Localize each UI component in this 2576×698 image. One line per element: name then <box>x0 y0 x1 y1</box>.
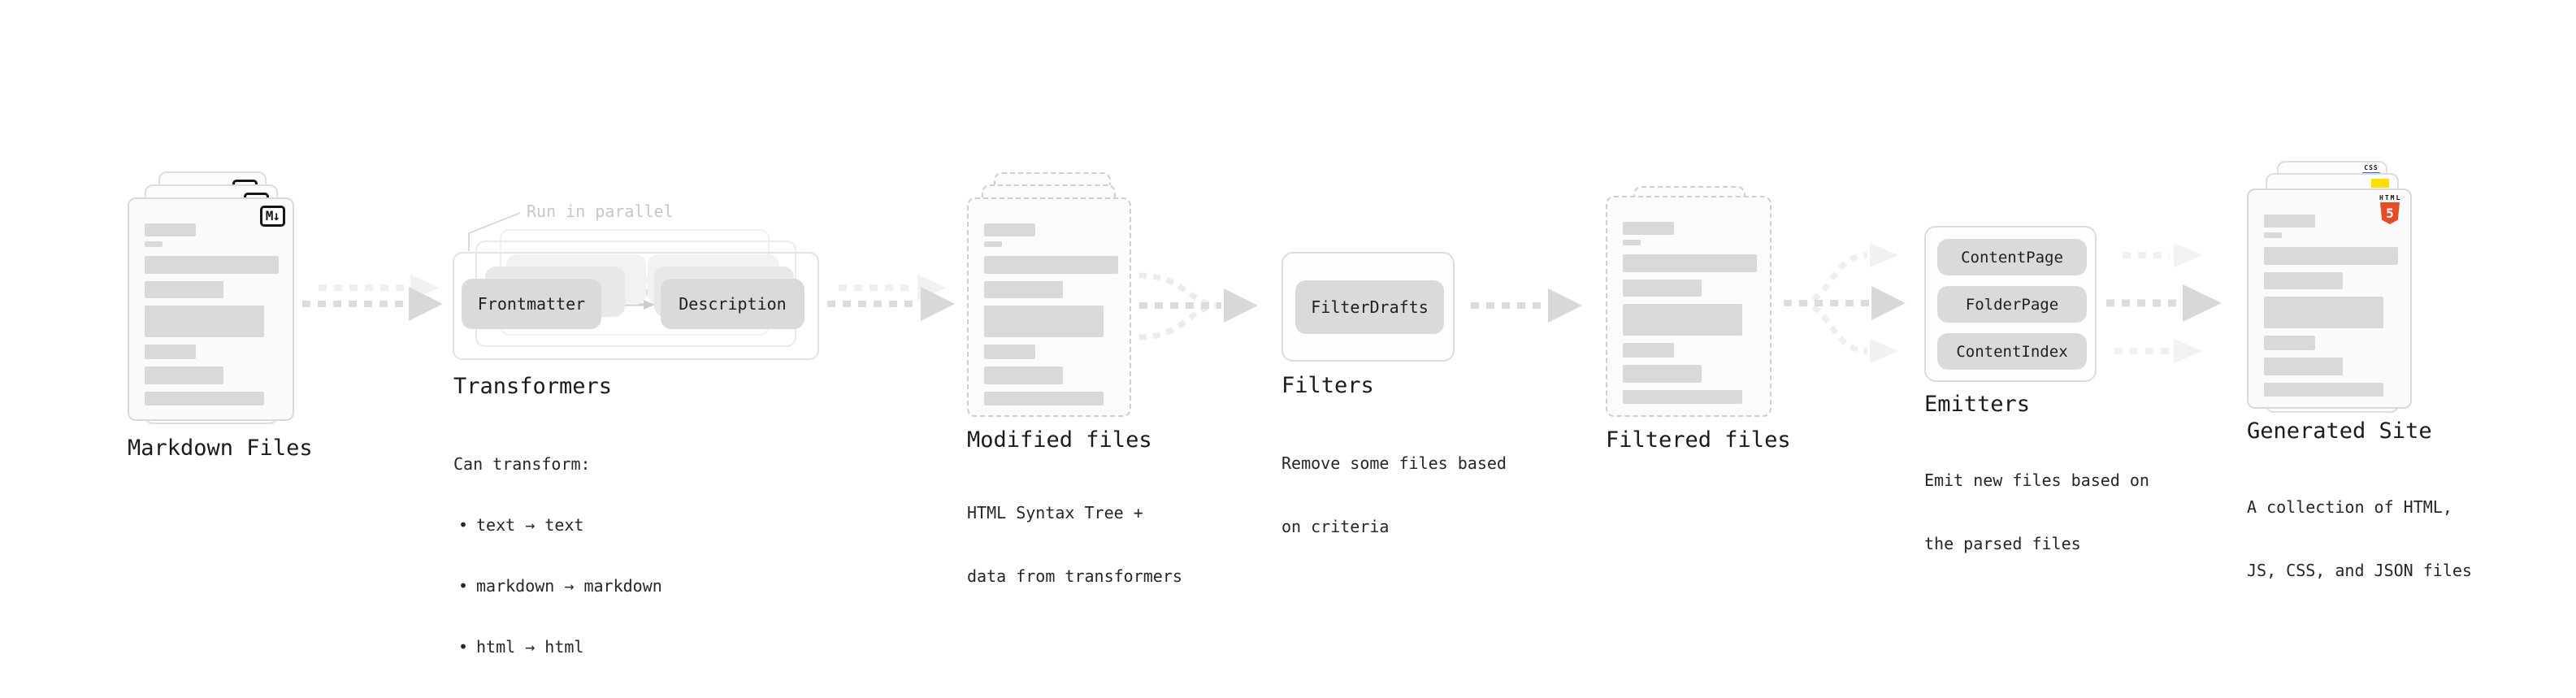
placeholder-bar <box>984 241 1002 247</box>
placeholder-bar <box>984 223 1035 236</box>
markdown-files-title: Markdown Files <box>128 436 313 461</box>
modified-files-title: Modified files <box>967 427 1152 453</box>
file-card <box>967 197 1131 417</box>
placeholder-bar <box>145 223 196 236</box>
arrow-transformers-to-modified <box>827 275 955 321</box>
placeholder-bar <box>2264 215 2315 228</box>
markdown-icon: M↓ <box>259 206 285 227</box>
file-card: HTML 5 <box>2247 189 2412 409</box>
arrow-filtered-to-emitters-diverge <box>1784 243 1906 363</box>
bullet-icon: • <box>458 515 468 535</box>
placeholder-bar <box>145 256 279 274</box>
filters-description: Remove some files based on criteria <box>1281 453 1507 536</box>
arrow-filters-to-filtered <box>1471 288 1582 323</box>
arrow-modified-to-filters-merge <box>1138 272 1258 340</box>
placeholder-bar <box>984 392 1104 405</box>
placeholder-bar <box>145 241 163 247</box>
modified-files-description: HTML Syntax Tree + data from transformer… <box>967 503 1182 586</box>
placeholder-bar <box>1623 240 1641 245</box>
arrow-emitters-to-site <box>2106 243 2222 363</box>
description-pill: Description <box>661 279 804 329</box>
can-transform-heading: Can transform: <box>453 454 591 474</box>
emitters-title: Emitters <box>1924 392 2031 417</box>
placeholder-bar <box>145 345 196 359</box>
placeholder-bar <box>1623 390 1742 404</box>
emitters-box: ContentPage FolderPage ContentIndex <box>1924 226 2097 382</box>
transform-bullet: •text → text <box>453 515 662 535</box>
frontmatter-pill: Frontmatter <box>462 279 601 329</box>
placeholder-bar <box>2264 232 2282 238</box>
filters-box: FilterDrafts <box>1281 252 1455 362</box>
transformers-description: Can transform: •text → text •markdown → … <box>453 414 662 698</box>
folderpage-pill: FolderPage <box>1937 286 2087 323</box>
contentpage-pill: ContentPage <box>1937 239 2087 275</box>
placeholder-bar <box>984 256 1118 274</box>
file-card: M↓ <box>128 197 294 421</box>
placeholder-bar <box>145 281 223 298</box>
placeholder-bar <box>145 306 264 337</box>
transform-bullet: •html → html <box>453 637 662 657</box>
contentindex-pill: ContentIndex <box>1937 333 2087 370</box>
placeholder-bar <box>2264 247 2398 265</box>
placeholder-bar <box>1623 254 1757 272</box>
run-in-parallel-annotation: Run in parallel <box>527 202 674 221</box>
arrow-markdown-to-transformers <box>302 275 443 321</box>
generated-site-description: A collection of HTML, JS, CSS, and JSON … <box>2247 497 2472 580</box>
bullet-icon: • <box>458 576 468 596</box>
placeholder-bar <box>2264 297 2383 328</box>
filters-title: Filters <box>1281 373 1374 398</box>
transformer-box <box>453 252 819 360</box>
placeholder-bar <box>2264 358 2343 375</box>
bullet-icon: • <box>458 637 468 657</box>
transform-bullet: •markdown → markdown <box>453 576 662 596</box>
javascript-icon <box>2371 179 2389 188</box>
placeholder-bar <box>984 366 1063 384</box>
placeholder-bar <box>145 392 264 405</box>
placeholder-bar <box>1623 222 1674 235</box>
placeholder-bar <box>1623 280 1702 297</box>
html5-icon: HTML 5 <box>2379 194 2400 224</box>
filterdrafts-pill: FilterDrafts <box>1295 280 1444 334</box>
placeholder-bar <box>984 281 1063 298</box>
filtered-files-title: Filtered files <box>1606 427 1791 453</box>
placeholder-bar <box>1623 343 1674 358</box>
placeholder-bar <box>984 345 1035 359</box>
placeholder-bar <box>145 366 223 384</box>
generated-site-title: Generated Site <box>2247 418 2432 444</box>
pipeline-diagram: M↓ M↓ M↓ Markdown Files Run in parallel … <box>128 161 2472 657</box>
emitters-description: Emit new files based on the parsed files <box>1924 470 2149 553</box>
transformers-title: Transformers <box>453 374 613 399</box>
file-card <box>1606 196 1772 417</box>
placeholder-bar <box>1623 365 1702 383</box>
placeholder-bar <box>1623 304 1742 336</box>
placeholder-bar <box>2264 272 2343 289</box>
placeholder-bar <box>2264 336 2315 350</box>
placeholder-bar <box>984 306 1104 337</box>
placeholder-bar <box>2264 383 2383 397</box>
